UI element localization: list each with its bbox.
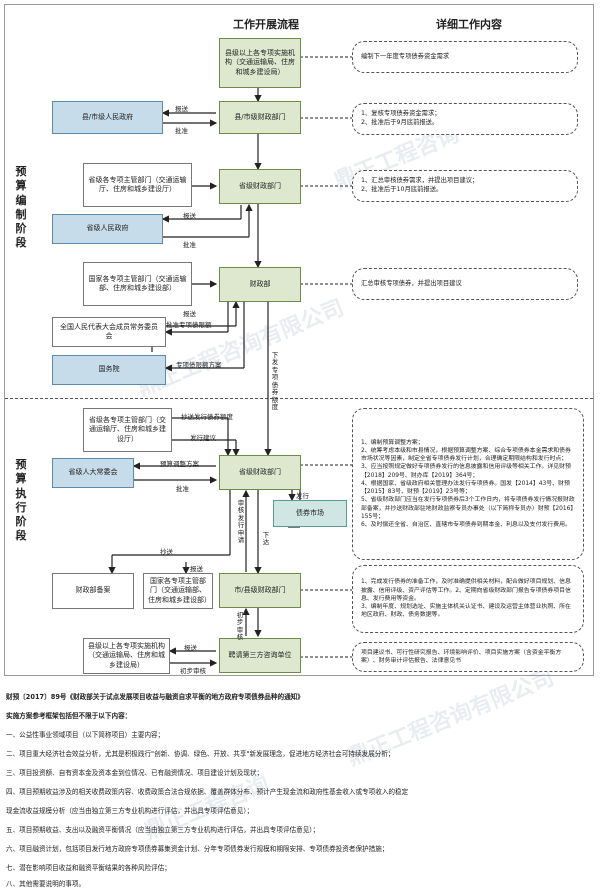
- node-prov-finance-2: 省级财政部门: [219, 455, 301, 490]
- detail-2: 1、复核专项债券资金需求；2、批准后于9月底前报送。: [352, 103, 578, 135]
- node-third-party: 聘请第三方咨询单位: [219, 638, 301, 673]
- node-state-council: 国务院: [52, 355, 166, 385]
- header-flow: 工作开展流程: [233, 18, 299, 31]
- label-submit: 报送: [184, 644, 197, 652]
- note-line: 四、项目预期收益涉及的相关收费政策内容、收费政策合法合规依据、覆盖群体分布、预计…: [6, 788, 409, 796]
- phase-prep: 预算编制阶段: [15, 165, 27, 250]
- note-line: 六、项目融资计划，包括项目发行地方政府专项债券募集资金计划、分年专项债券发行规模…: [6, 845, 389, 853]
- node-county-unit-2: 县级以上各专项实施机构（交通运输局、住房和城乡建设局）: [83, 638, 170, 674]
- detail-5: 1、编制预算调整方案； 2、统筹考虑本级和市县情况，根据预算调整方案、综合专项债…: [352, 408, 584, 560]
- detail-4: 汇总审核专项债券，并提出项目建议: [352, 268, 578, 300]
- label-approve-3: 批准: [176, 485, 189, 493]
- note-line: 八、其他需要说明的事项。: [6, 880, 86, 888]
- node-county-unit: 县级以上各专项实施机构（交通运输局、住房和城乡建设局）: [219, 38, 301, 88]
- node-bond-market: 债券市场: [273, 500, 347, 527]
- node-mof-filing: 财政部备案: [52, 573, 134, 609]
- node-mof: 财政部: [219, 267, 301, 302]
- node-prov-npc: 省级人大常委会: [52, 458, 134, 488]
- detail-6: 1、完成发行债券的准备工作，及时准确提供相关材料，配合做好项目规划、信息披露、信…: [352, 565, 584, 633]
- note-line: 实施方案参考框架包括但不限于以下内容：: [6, 712, 132, 720]
- node-county-gov: 县/市级人民政府: [52, 101, 163, 134]
- node-city-finance: 市/县级财政部门: [219, 573, 301, 608]
- label-approve-2: 批准: [183, 241, 196, 249]
- note-line: 五、项目预期收益、支出以及融资平衡情况（应当由独立第三方专业机构进行评估，并出具…: [6, 826, 320, 834]
- note-line: 现金流收益规模分析（应当由独立第三方专业机构进行评估，并出具专项评估意见）；: [6, 807, 254, 815]
- note-line: 二、项目重大经济社会效益分析，尤其是积极践行"创新、协调、绿色、开放、共享"新发…: [6, 750, 395, 758]
- label-prelim-report: 初步审核: [236, 611, 244, 642]
- header-detail: 详细工作内容: [436, 18, 502, 31]
- node-npc: 全国人民代表大会成员常务委员会: [52, 317, 166, 347]
- label-review: 审核发行申请: [237, 499, 245, 545]
- diagram-frame: [4, 4, 594, 676]
- node-nat-dept: 国家各专项主管部门（交通运输部、住房和城乡建设部）: [83, 262, 192, 306]
- label-report-1: 报送: [175, 105, 188, 113]
- node-prov-dept-2: 省级各专项主管部门（交通运输厅、住房和城乡建设厅）: [83, 408, 172, 452]
- label-copy-send: 抄送发行债券额度: [181, 413, 233, 421]
- label-approve-limit: 批准专项债限额: [166, 321, 212, 329]
- label-report-4: 报送: [190, 565, 203, 573]
- note-title: 财预〔2017〕89号《财政部关于试点发展项目收益与融资自求平衡的地方政府专项债…: [6, 693, 304, 701]
- node-prov-dept-1: 省级各专项主管部门（交通运输厅、住房和城乡建设厅）: [83, 163, 192, 207]
- node-prov-dept-3: 国家各专项主管部门（交通运输部、住房和城乡建设部）: [143, 573, 213, 609]
- label-issue-advice: 发行建议: [190, 434, 216, 442]
- node-prov-gov: 省级人民政府: [52, 214, 163, 244]
- phase-divider: [5, 398, 593, 399]
- label-budget-plan: 预算调整方案: [160, 460, 199, 468]
- node-prov-finance-1: 省级财政部门: [219, 169, 301, 204]
- phase-exec: 预算执行阶段: [15, 458, 27, 543]
- detail-7: 项目建议书、可行性研究报告、环境影响评价、项目实施方案（含资金平衡方案）、财务审…: [352, 642, 584, 672]
- node-county-finance: 县/市级财政部门: [219, 101, 301, 134]
- label-report-3: 报送: [183, 310, 196, 318]
- label-issue-down: 下达: [262, 531, 270, 547]
- label-approve-1: 批准: [175, 127, 188, 135]
- detail-1: 编制下一年度专项债券资金需求: [352, 41, 578, 73]
- label-issue-limit: 下发专项债券额度: [271, 351, 279, 412]
- label-limit-plan: 专项债限额方案: [176, 361, 222, 369]
- note-line: 三、项目投资额、自有资本金及资本金到位情况、已有融资情况、项目建设计划及现状；: [6, 769, 264, 777]
- label-copy-send-2: 抄送: [160, 548, 173, 556]
- label-issue: 发行: [296, 492, 309, 500]
- detail-3: 1、汇总审核债券需求，并提出项目建议；2、批准后于10月底前报送。: [352, 170, 578, 202]
- label-report-2: 报送: [183, 212, 196, 220]
- label-prelim-review: 初步审核: [180, 667, 206, 675]
- note-line: 七、潜在影响项目收益和融资平衡结果的各种风险评估；: [6, 864, 171, 872]
- note-line: 一、公益性事业领域项目（以下简称项目）主要内容；: [6, 731, 165, 739]
